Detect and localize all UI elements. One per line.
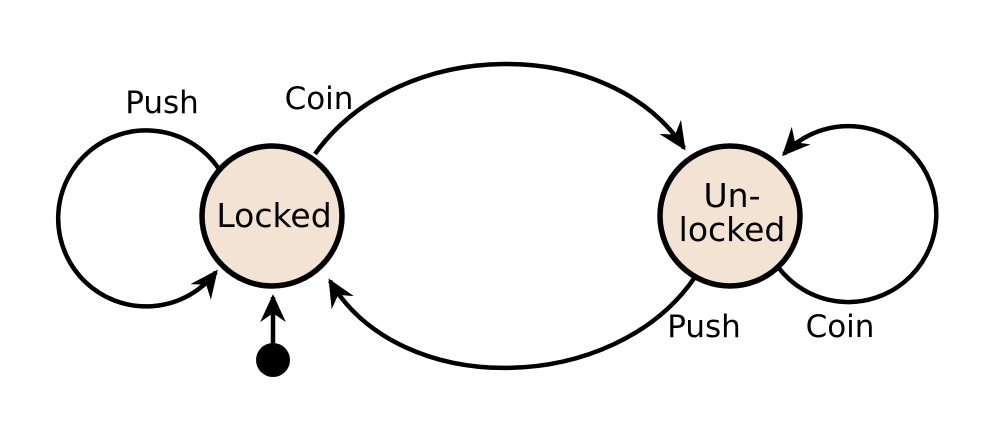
unlocked-state-label-line2: locked	[679, 210, 786, 249]
push-self-loop-label: Push	[125, 85, 199, 121]
locked-state-circle	[199, 143, 345, 289]
initial-state-dot	[256, 343, 290, 377]
unlocked-state-label-line1: Un-	[704, 176, 761, 215]
locked-state-label: Locked	[216, 196, 331, 235]
push-transition-arc	[328, 275, 697, 371]
push-self-loop-arc	[55, 128, 221, 309]
coin-self-loop-arc	[776, 123, 939, 305]
unlocked-state-circle	[657, 143, 803, 289]
coin-self-loop-label: Coin	[806, 309, 875, 345]
coin-transition-label: Coin	[285, 81, 354, 117]
push-transition-label: Push	[667, 309, 741, 345]
coin-transition-arc	[313, 61, 686, 156]
